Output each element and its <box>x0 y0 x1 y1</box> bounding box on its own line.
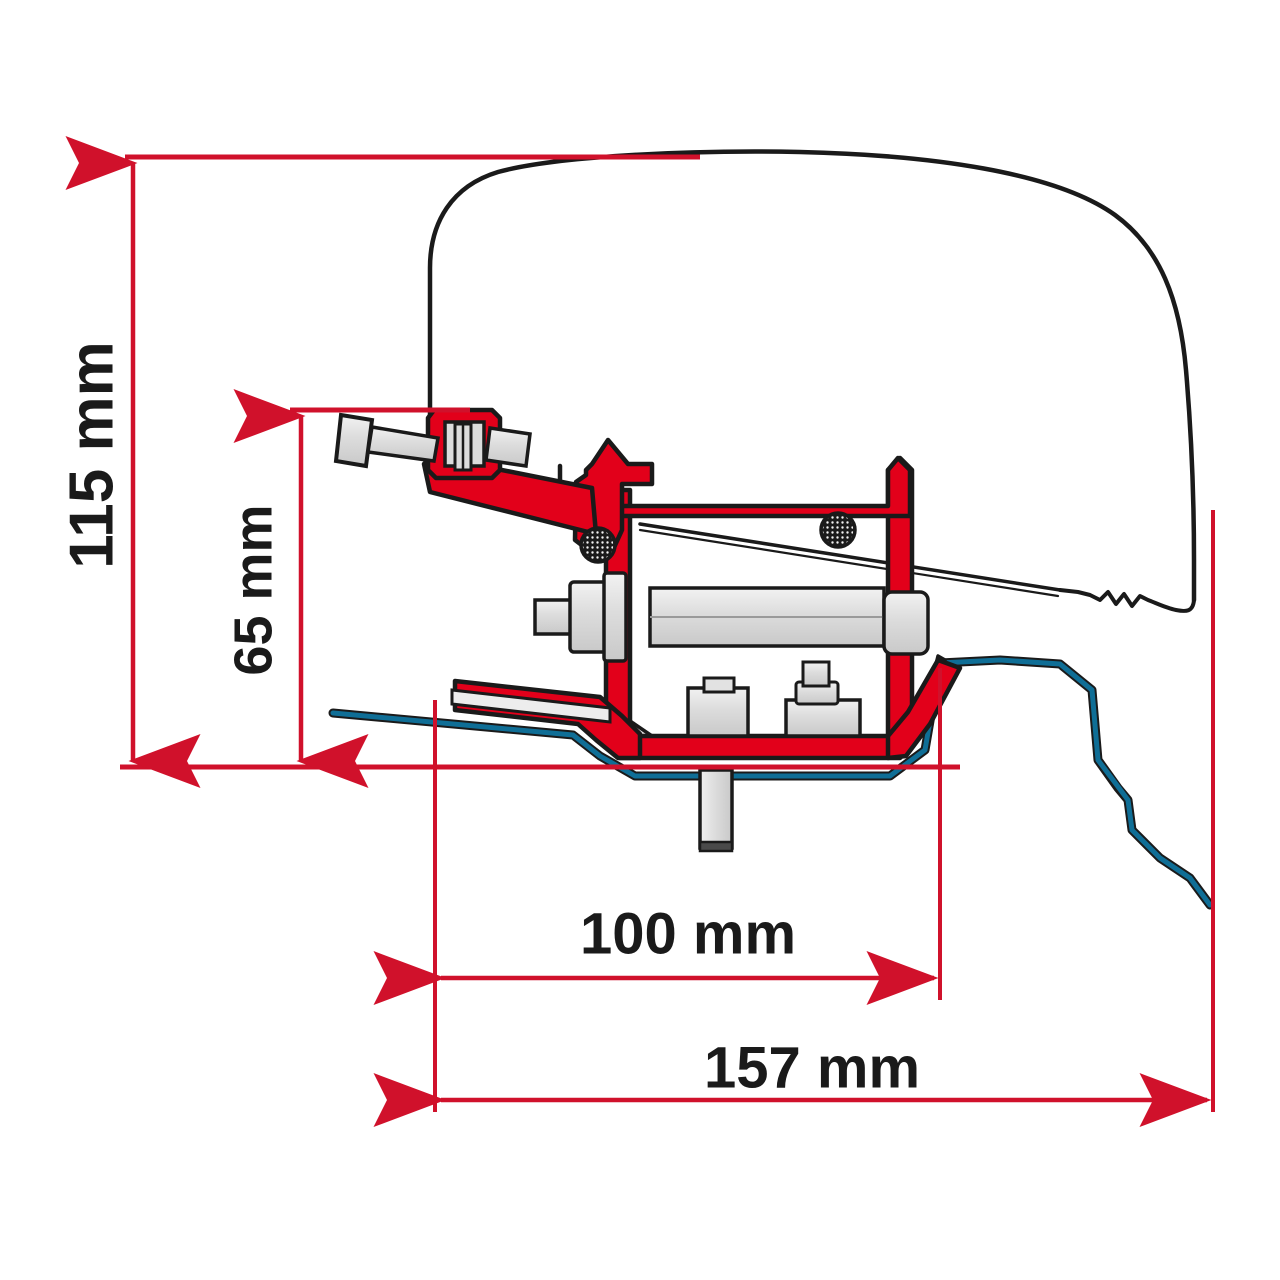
dimension-label-115mm: 115 mm <box>57 341 126 569</box>
dimension-labels: 115 mm 65 mm 100 mm 157 mm <box>57 341 920 1100</box>
dimension-label-157mm: 157 mm <box>704 1035 920 1100</box>
dimension-label-65mm: 65 mm <box>223 504 283 675</box>
vehicle-body-outline <box>427 149 1197 613</box>
internal-fasteners <box>686 660 862 738</box>
seal-gasket-right <box>819 511 857 549</box>
roller-shaft <box>648 586 886 648</box>
dimension-lines <box>65 136 1215 1127</box>
left-rail-strip <box>450 688 612 724</box>
hex-bolt-assembly <box>533 571 628 663</box>
seal-gasket-left <box>579 526 617 564</box>
vertical-stud-bolt <box>698 768 734 853</box>
roller-nut <box>882 590 930 656</box>
dimension-label-100mm: 100 mm <box>580 901 796 966</box>
